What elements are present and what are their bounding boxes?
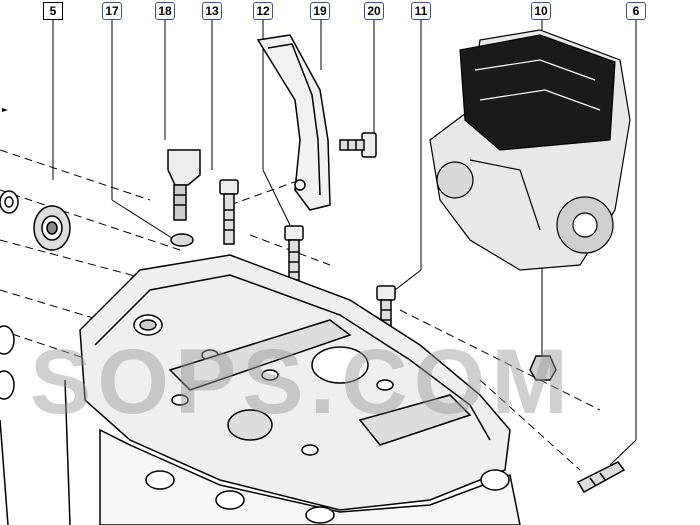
seal-washer-left [0,190,71,251]
left-edge-parts [0,325,71,525]
callout-13: 13 [202,2,222,20]
callout-5: 5 [43,2,63,20]
callout-10: 10 [531,2,551,20]
cap-part-10 [529,355,557,381]
pin-part-6 [576,461,626,494]
cylinder-head-cover [79,254,511,511]
bolt-part-13 [219,179,239,245]
bolt-part-20 [339,132,377,158]
bracket-part-19 [256,34,331,211]
callout-19: 19 [310,2,330,20]
callout-18: 18 [155,2,175,20]
cylinder-head-lower [99,428,521,525]
bolt-part-12 [284,225,304,281]
engine-thumbnail [429,29,631,271]
callout-12: 12 [253,2,273,20]
sensor-part-18 [167,149,201,247]
callout-11: 11 [411,2,431,20]
arrow-marker [2,108,8,112]
callout-6: 6 [626,2,646,20]
callout-20: 20 [364,2,384,20]
callout-17: 17 [102,2,122,20]
